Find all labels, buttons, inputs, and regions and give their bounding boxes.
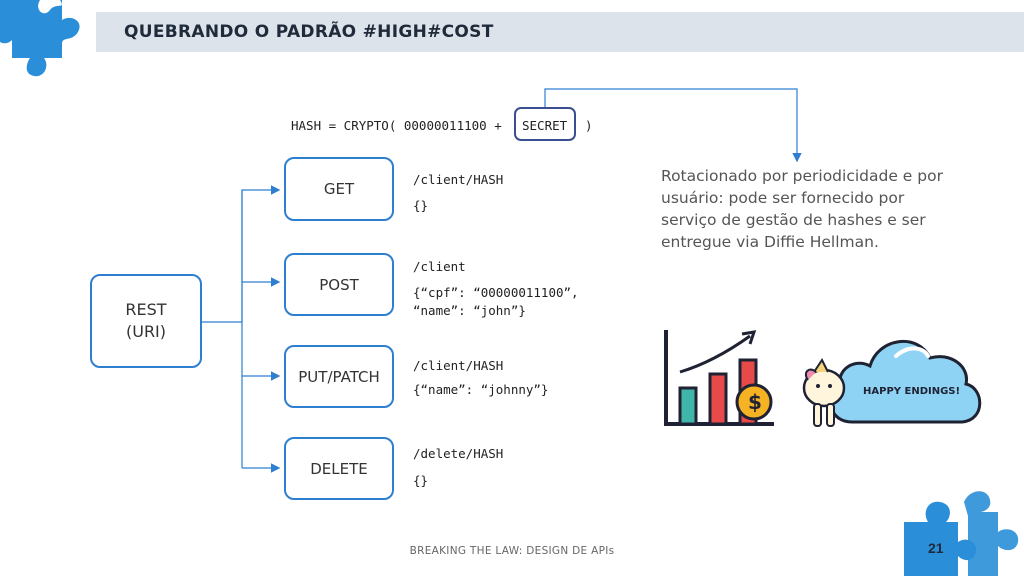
cloud-unicorn-icon: HAPPY ENDINGS! <box>802 340 982 427</box>
hash-formula: HASH = CRYPTO( 00000011100 + <box>291 118 502 133</box>
post-path: /client <box>413 259 466 274</box>
rest-uri-box: REST (URI) <box>90 274 202 368</box>
puzzle-piece-bottom-right-icon <box>904 491 1019 576</box>
post-body: {“cpf”: “00000011100”, “name”: “john”} <box>413 285 579 318</box>
rotation-description: Rotacionado por periodicidade e por usuá… <box>661 167 943 251</box>
delete-body: {} <box>413 473 429 488</box>
close-paren: ) <box>585 118 593 133</box>
page-number: 21 <box>928 540 944 556</box>
delete-label: DELETE <box>310 459 368 478</box>
footer-text: BREAKING THE LAW: DESIGN DE APIs <box>409 545 615 557</box>
uri-label: (URI) <box>125 322 167 341</box>
get-body: {} <box>413 198 429 213</box>
rest-label: REST <box>125 300 167 319</box>
title-bar <box>96 12 1024 52</box>
page-title: QUEBRANDO O PADRÃO #HIGH#COST <box>124 22 494 42</box>
post-label: POST <box>319 275 359 294</box>
get-method-box: GET <box>284 157 394 221</box>
put-patch-method-box: PUT/PATCH <box>284 345 394 408</box>
secret-label: SECRET <box>522 118 568 133</box>
growth-chart-icon: $ <box>664 330 774 426</box>
get-label: GET <box>323 180 355 198</box>
delete-method-box: DELETE <box>284 437 394 500</box>
cloud-text: HAPPY ENDINGS! <box>863 386 960 397</box>
puzzle-piece-top-left-icon <box>0 0 80 77</box>
put-path: /client/HASH <box>413 358 504 373</box>
svg-text:$: $ <box>748 390 762 414</box>
secret-box <box>514 107 576 141</box>
get-path: /client/HASH <box>413 172 504 187</box>
put-patch-label: PUT/PATCH <box>298 367 380 386</box>
put-body: {“name”: “johnny”} <box>413 382 549 397</box>
post-method-box: POST <box>284 253 394 316</box>
delete-path: /delete/HASH <box>413 446 504 461</box>
